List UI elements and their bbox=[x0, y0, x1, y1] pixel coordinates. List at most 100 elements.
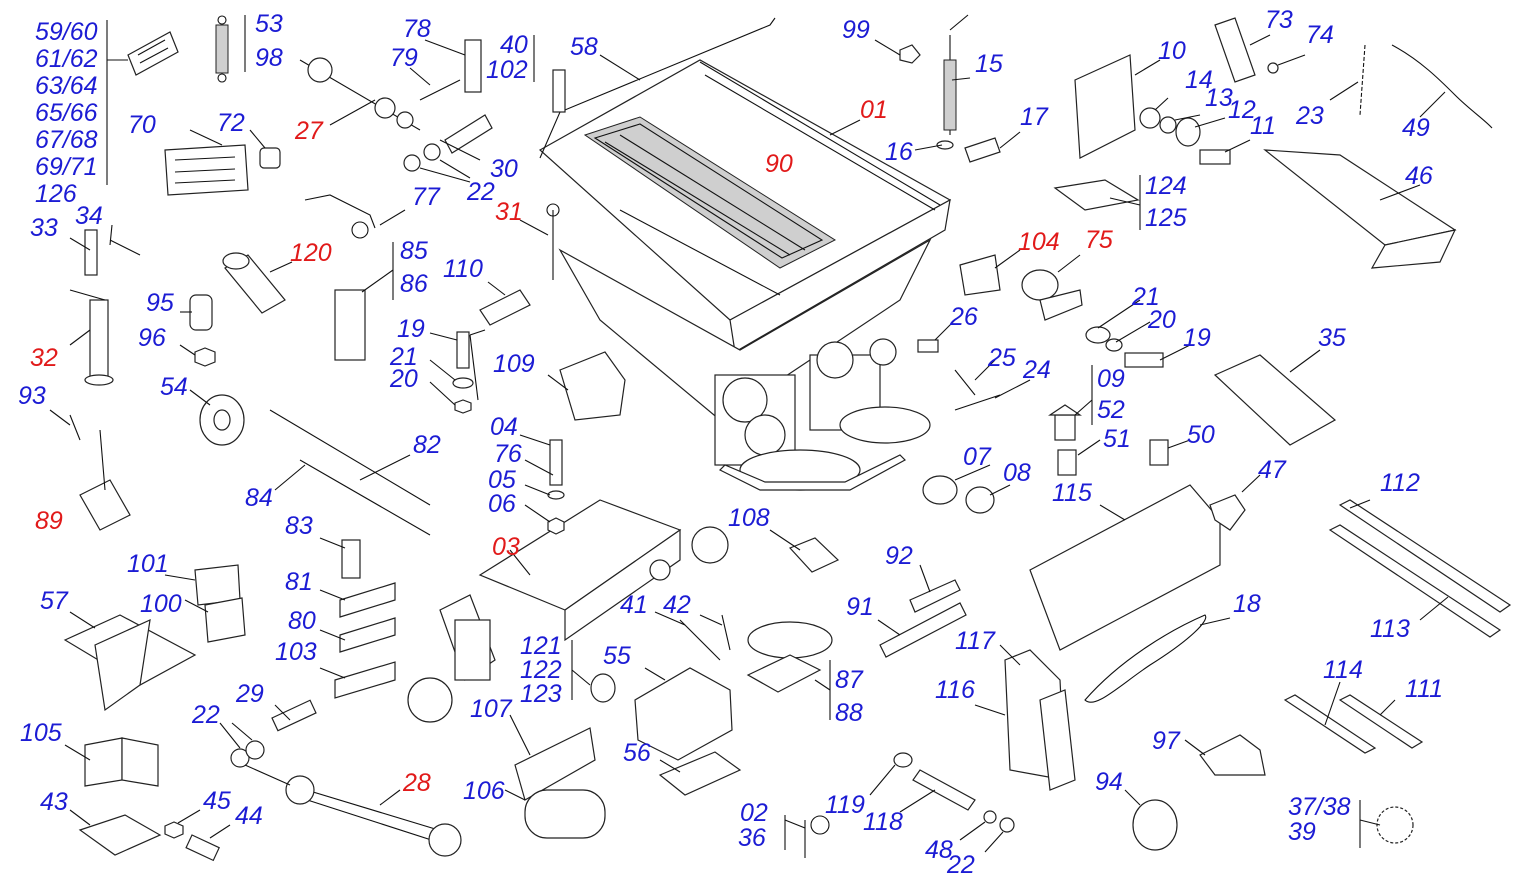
callout-label: 121 bbox=[520, 632, 562, 660]
callout-label: 122 bbox=[520, 656, 562, 684]
part-decal-59 bbox=[127, 31, 179, 76]
callout-label: 125 bbox=[1145, 204, 1187, 232]
part-sleeve-17 bbox=[964, 137, 1001, 163]
part-clip-34 bbox=[109, 239, 141, 256]
part-jack-32 bbox=[69, 289, 114, 386]
callout-label: 59/60 bbox=[35, 18, 98, 46]
part-plate-80 bbox=[339, 617, 396, 653]
part-bolt-74 bbox=[1267, 62, 1279, 74]
part-cable-49 bbox=[1391, 44, 1493, 129]
part-sprocket-37 bbox=[1376, 806, 1414, 844]
callout-label: 61/62 bbox=[35, 45, 98, 73]
callout-label: 48 bbox=[925, 836, 953, 864]
callout-label: 101 bbox=[127, 550, 169, 578]
part-chain-77 bbox=[304, 194, 376, 239]
callout-label: 56 bbox=[623, 739, 651, 767]
part-plate-110 bbox=[479, 289, 531, 326]
callout-label: 07 bbox=[963, 443, 992, 471]
part-plate-124 bbox=[1053, 179, 1140, 211]
part-bolt-40 bbox=[552, 69, 566, 113]
callout-label: 116 bbox=[935, 676, 975, 704]
callout-label: 110 bbox=[443, 255, 483, 283]
callout-label: 81 bbox=[285, 568, 313, 596]
callout-label: 69/71 bbox=[35, 153, 98, 181]
callout-label: 17 bbox=[1020, 103, 1049, 131]
part-rail-113 bbox=[1328, 524, 1502, 638]
part-washer-05 bbox=[547, 490, 565, 500]
part-plate-85 bbox=[334, 289, 366, 361]
callout-label: 34 bbox=[75, 202, 103, 230]
callout-label: 27 bbox=[294, 117, 324, 145]
part-bar-111 bbox=[1338, 694, 1424, 749]
callout-label: 118 bbox=[863, 808, 903, 836]
callout-label: 33 bbox=[30, 214, 58, 242]
part-ring-87 bbox=[747, 621, 833, 659]
part-cover-106 bbox=[524, 789, 606, 839]
callout-label: 100 bbox=[140, 590, 182, 618]
callout-label: 85 bbox=[400, 237, 428, 265]
callout-label: 29 bbox=[235, 680, 264, 708]
callout-label: 79 bbox=[390, 44, 418, 72]
part-rail-112 bbox=[1338, 499, 1512, 613]
part-drawings bbox=[63, 14, 1512, 862]
part-washer-48 bbox=[983, 810, 997, 824]
part-box-88 bbox=[746, 654, 822, 693]
part-box-55 bbox=[634, 667, 733, 761]
callout-label: 105 bbox=[20, 719, 62, 747]
callout-label: 06 bbox=[488, 490, 516, 518]
callout-label: 112 bbox=[1380, 469, 1420, 497]
callout-label: 43 bbox=[40, 788, 68, 816]
callout-label: 70 bbox=[128, 111, 156, 139]
part-rod-24 bbox=[954, 394, 1001, 411]
callout-label: 111 bbox=[1405, 675, 1443, 703]
callout-label: 74 bbox=[1306, 21, 1334, 49]
leader-lines bbox=[49, 15, 1449, 853]
callout-label: 97 bbox=[1152, 727, 1181, 755]
callout-label: 53 bbox=[255, 10, 283, 38]
callout-label: 50 bbox=[1187, 421, 1215, 449]
part-drive-shaft-28 bbox=[285, 775, 462, 857]
part-plate-103 bbox=[334, 661, 396, 699]
callout-label: 73 bbox=[1265, 6, 1293, 34]
part-gearbox-assembly bbox=[714, 338, 931, 491]
callout-label: 08 bbox=[1003, 459, 1031, 487]
part-manual-105 bbox=[84, 737, 159, 787]
callout-label: 41 bbox=[620, 591, 648, 619]
callout-label: 04 bbox=[490, 413, 518, 441]
part-plate-70 bbox=[164, 144, 249, 196]
callout-label: 54 bbox=[160, 373, 188, 401]
part-plate-100 bbox=[204, 597, 246, 643]
part-bolt-44 bbox=[185, 834, 220, 862]
callout-label: 84 bbox=[245, 484, 273, 512]
callout-label: 82 bbox=[413, 431, 441, 459]
callout-label: 89 bbox=[35, 507, 63, 535]
callout-label: 18 bbox=[1233, 590, 1261, 618]
callout-label: 119 bbox=[825, 791, 865, 819]
callout-label: 95 bbox=[146, 289, 174, 317]
callout-label: 23 bbox=[1295, 102, 1324, 130]
part-bolt-04 bbox=[549, 439, 563, 486]
callout-label: 58 bbox=[570, 33, 598, 61]
callout-label: 25 bbox=[987, 344, 1016, 372]
part-bracket-104 bbox=[959, 254, 1001, 296]
callout-label: 107 bbox=[470, 695, 513, 723]
callout-label: 94 bbox=[1095, 768, 1123, 796]
part-cup-07 bbox=[922, 475, 958, 505]
callout-label: 49 bbox=[1402, 114, 1430, 142]
callout-label: 92 bbox=[885, 542, 913, 570]
callout-label: 52 bbox=[1097, 396, 1125, 424]
callout-label: 02 bbox=[740, 799, 768, 827]
callout-label: 115 bbox=[1052, 479, 1092, 507]
callout-label: 123 bbox=[520, 680, 562, 708]
part-pin-02 bbox=[804, 815, 830, 858]
callout-label: 19 bbox=[397, 315, 425, 343]
callout-label: 78 bbox=[403, 15, 431, 43]
callout-label: 21 bbox=[1131, 283, 1160, 311]
callout-label: 117 bbox=[955, 627, 996, 655]
part-washer-21 bbox=[452, 377, 474, 389]
callout-label: 45 bbox=[203, 787, 231, 815]
callout-label: 20 bbox=[1147, 306, 1176, 334]
callout-label: 103 bbox=[275, 638, 317, 666]
callout-label: 35 bbox=[1318, 324, 1346, 352]
callout-label: 102 bbox=[486, 56, 528, 84]
